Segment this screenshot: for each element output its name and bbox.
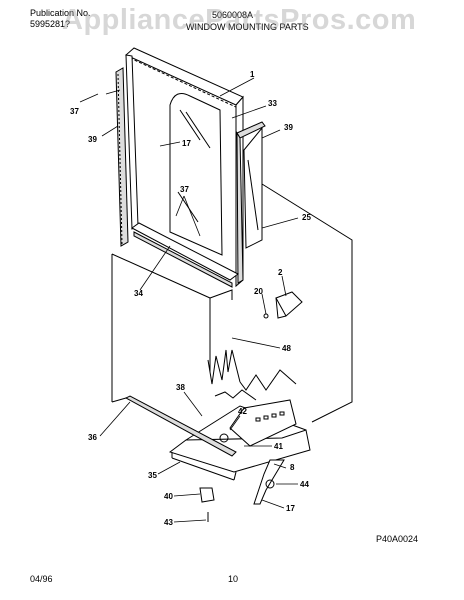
callout-37-middle: 37	[180, 185, 189, 194]
model-number: 5060008A	[212, 10, 254, 20]
bottom-frame-rail	[131, 222, 239, 288]
callout-33: 33	[268, 99, 277, 108]
callout-25: 25	[302, 213, 311, 222]
section-title: WINDOW MOUNTING PARTS	[186, 22, 309, 32]
clip-bracket	[275, 291, 303, 319]
support-bracket	[253, 459, 285, 505]
callout-40: 40	[164, 492, 173, 501]
footer-page-number: 10	[228, 574, 239, 584]
callout-41: 41	[274, 442, 283, 451]
screw-20	[263, 313, 269, 319]
right-seal-strip	[236, 121, 266, 284]
figure-code: P40A0024	[376, 534, 419, 544]
callout-37-top: 37	[70, 107, 79, 116]
callout-42: 42	[238, 407, 247, 416]
callout-36: 36	[88, 433, 97, 442]
leader-lines	[79, 77, 299, 523]
bottom-seal-strip	[124, 395, 237, 457]
callout-17-bracket: 17	[286, 504, 295, 513]
glass-pane	[169, 93, 223, 256]
callout-17-glass: 17	[182, 139, 191, 148]
callout-34: 34	[134, 289, 143, 298]
callout-2: 2	[278, 268, 283, 277]
footer-date: 04/96	[30, 574, 53, 584]
publication-label: Publication No.	[30, 8, 91, 18]
callout-8: 8	[290, 463, 295, 472]
left-seal-strip	[115, 67, 129, 247]
control-panel	[219, 399, 297, 447]
callout-39-left: 39	[88, 135, 97, 144]
callout-39-right: 39	[284, 123, 293, 132]
watermark: AppliancePartsPros.com	[62, 4, 417, 36]
callout-43: 43	[164, 518, 173, 527]
publication-number: 5995281?	[30, 19, 71, 29]
left-frame-side	[125, 54, 139, 230]
callout-48: 48	[282, 344, 291, 353]
callout-38: 38	[176, 383, 185, 392]
cabinet-body	[111, 183, 353, 423]
callout-44: 44	[300, 480, 309, 489]
callout-35: 35	[148, 471, 157, 480]
callout-1: 1	[250, 70, 255, 79]
side-curtain-panel	[243, 126, 263, 249]
callout-20: 20	[254, 287, 263, 296]
small-bracket	[199, 487, 215, 503]
